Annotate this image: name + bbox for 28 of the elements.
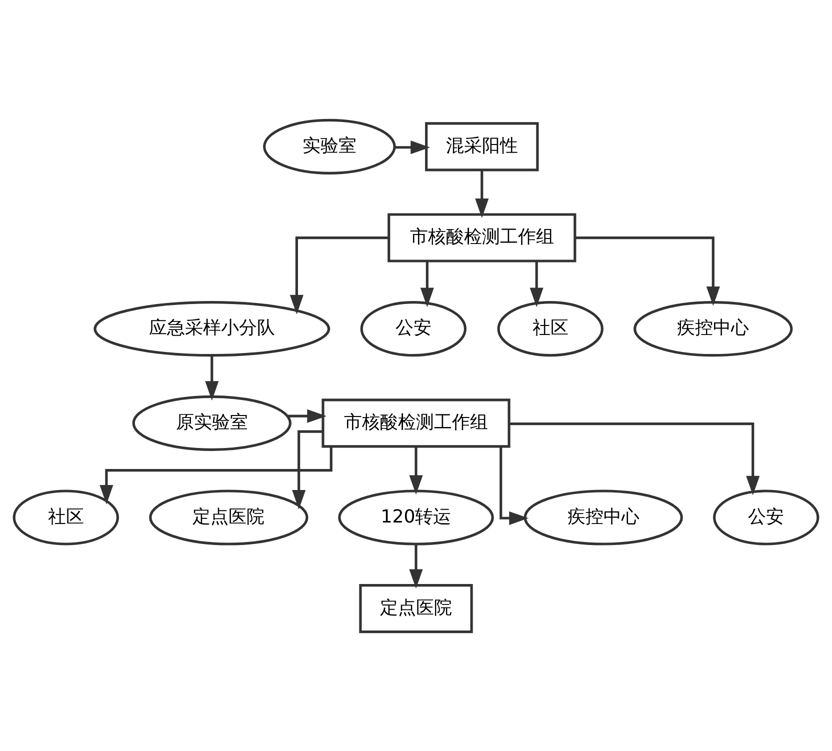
arrow [292, 430, 323, 509]
node-box: 混采阳性 [425, 122, 539, 171]
arrow [475, 170, 489, 218]
arrow [409, 544, 423, 588]
arrow [500, 446, 529, 524]
arrow [288, 408, 327, 422]
arrow [290, 236, 389, 314]
node-box: 市核酸检测工作组 [322, 398, 510, 448]
arrow [574, 236, 720, 306]
node-ellipse: 公安 [360, 300, 467, 356]
node-box: 市核酸检测工作组 [388, 212, 576, 262]
arrow [509, 422, 760, 495]
node-ellipse: 实验室 [263, 118, 396, 174]
arrow [530, 260, 544, 307]
node-ellipse: 120转运 [338, 489, 494, 545]
arrow [100, 446, 332, 504]
node-ellipse: 应急采样小分队 [94, 300, 330, 356]
node-box: 定点医院 [359, 584, 473, 633]
arrow [394, 140, 430, 154]
arrow [205, 355, 219, 400]
arrow [409, 446, 423, 494]
arrow [420, 260, 434, 307]
node-ellipse: 疾控中心 [524, 489, 683, 545]
node-ellipse: 原实验室 [132, 394, 292, 450]
node-ellipse: 疾控中心 [634, 300, 793, 356]
node-ellipse: 社区 [12, 489, 119, 545]
node-ellipse: 公安 [713, 489, 820, 545]
node-ellipse: 社区 [497, 300, 604, 356]
